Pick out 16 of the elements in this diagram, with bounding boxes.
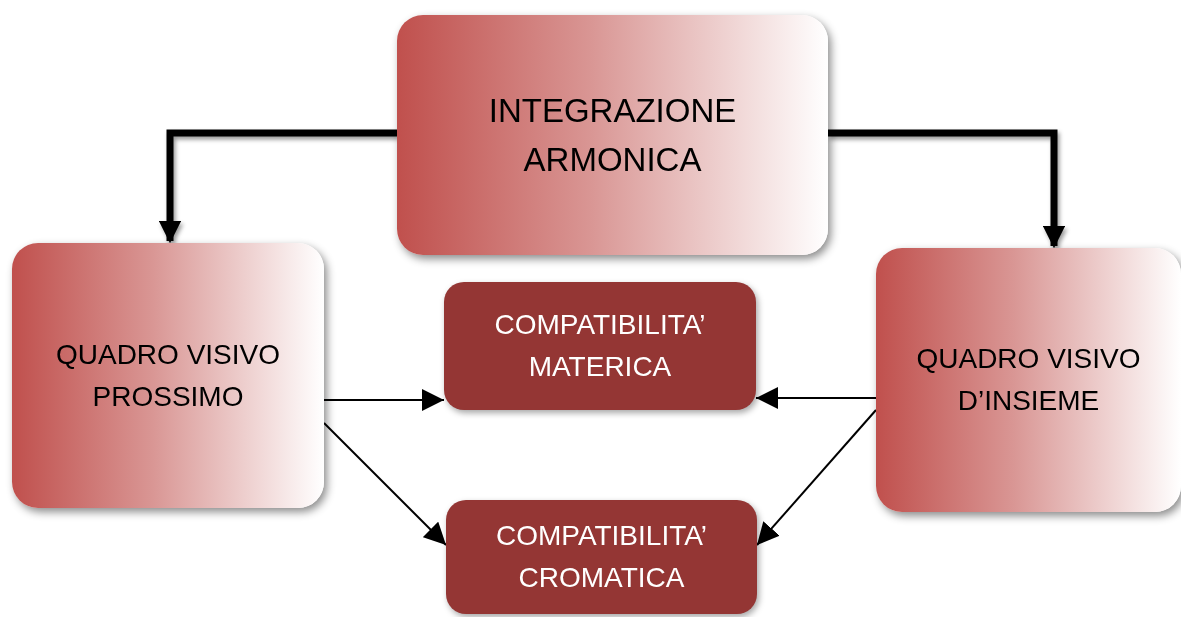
gradient-box [397, 15, 828, 255]
arrow [755, 387, 877, 409]
box-label: QUADRO VISIVO D’INSIEME [915, 342, 1142, 418]
dark-box [446, 500, 757, 614]
box-label: COMPATIBILITA’ MATERICA [493, 308, 707, 384]
box-label: INTEGRAZIONE ARMONICA [487, 90, 738, 180]
dark-box [444, 282, 756, 410]
gradient-box [12, 243, 324, 508]
arrow [158, 129, 397, 244]
box-label: COMPATIBILITA’ CROMATICA [494, 519, 709, 595]
gradient-box [876, 248, 1181, 512]
box-label: QUADRO VISIVO PROSSIMO [54, 337, 281, 414]
arrow [323, 422, 447, 546]
arrow [756, 409, 877, 546]
arrow [828, 129, 1066, 249]
arrow [323, 389, 445, 411]
